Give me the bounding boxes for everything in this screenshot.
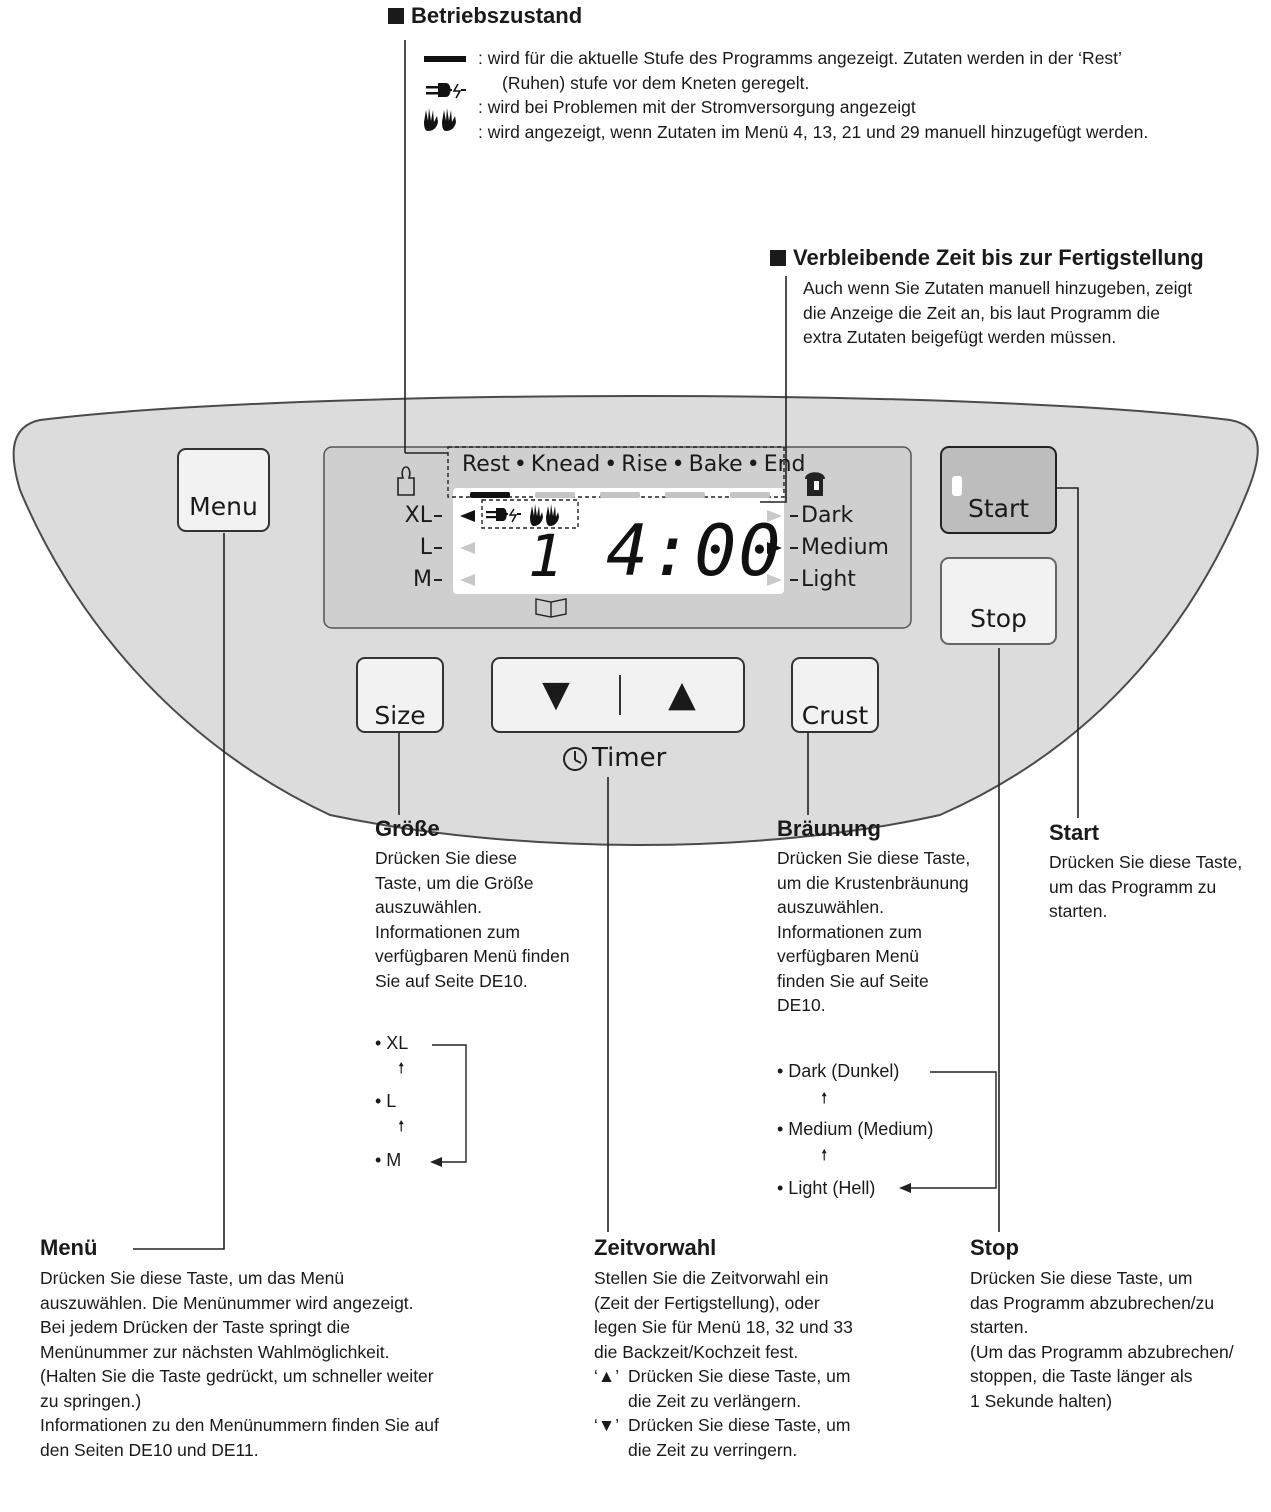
timer-label: Timer [592,743,667,773]
crust-button[interactable]: Crust [791,657,879,733]
lcd-time: 4:00 [606,510,783,592]
lcd-crust-indicator-medium [767,542,782,554]
stop-heading: Stop [970,1235,1019,1260]
crust-heading: Bräunung [777,816,881,841]
size-button[interactable]: Size [356,657,444,733]
legend-stage-bar-icon [424,56,466,62]
timer-down-button[interactable]: ▼ [542,674,570,715]
arrow-up-icon: 🠕 [821,1090,828,1107]
lcd-stage-labels: Rest•Knead•Rise•Bake•End [462,452,806,477]
lcd-size-m: M [413,567,432,592]
start-led-icon [952,476,962,496]
heading-square-icon [388,8,404,24]
timer-button-group: ▼ ▲ [491,657,745,733]
timer-up-button[interactable]: ▲ [668,674,696,715]
operation-heading: Betriebszustand [388,3,582,29]
menu-button[interactable]: Menu [177,448,270,532]
lcd-stage-indicator-end [730,492,770,498]
timer-up-explanation: ‘▲’Drücken Sie diese Taste, um die Zeit … [594,1366,851,1411]
operation-legend: : wird für die aktuelle Stufe des Progra… [478,48,1149,142]
lcd-stage-indicator-rest [470,492,510,498]
lcd-menu-number: 1 [528,522,563,590]
lcd-crust-light: Light [801,567,856,592]
stop-button[interactable]: Stop [940,557,1057,645]
start-button[interactable]: Start [940,446,1057,534]
crust-option-medium: • Medium (Medium) [777,1119,934,1139]
lcd-hands-icon [530,504,559,526]
start-heading: Start [1049,820,1100,845]
lcd-stage-indicator-bake [665,492,705,498]
legend-hands-icon [424,108,456,131]
lcd-crust-medium: Medium [801,535,889,560]
crust-option-light: • Light (Hell) [777,1178,876,1198]
timer-divider [619,675,621,715]
legend-power-icon [426,83,466,99]
stop-text: Drücken Sie diese Taste, um das Programm… [970,1268,1234,1411]
remaining-heading: Verbleibende Zeit bis zur Fertigstellung [770,245,1204,271]
timer-down-explanation: ‘▼’Drücken Sie diese Taste, um die Zeit … [594,1415,851,1460]
start-text: Drücken Sie diese Taste, um das Programm… [1049,852,1243,921]
remaining-text: Auch wenn Sie Zutaten manuell hinzugeben… [803,278,1193,347]
crust-option-dark: • Dark (Dunkel) [777,1061,900,1081]
size-heading: Größe [375,816,440,841]
size-text: Drücken Sie diese Taste, um die Größe au… [375,848,570,991]
lcd-crust-toast-icon [805,472,825,496]
lcd-power-icon [486,508,521,523]
timer-heading: Zeitvorwahl [594,1235,717,1260]
menu-text: Drücken Sie diese Taste, um das Menü aus… [40,1268,439,1460]
size-option-xl: • XL [375,1033,409,1053]
crust-text: Drücken Sie diese Taste, um die Krustenb… [777,848,971,1015]
lcd-size-indicator-xl [460,510,475,522]
lcd-crust-dark: Dark [801,503,854,528]
lcd-book-icon [535,598,567,618]
arrow-up-icon: 🠕 [821,1147,828,1164]
arrow-up-icon: 🠕 [398,1060,405,1077]
timer-text: Stellen Sie die Zeitvorwahl ein (Zeit de… [594,1268,853,1362]
lcd-size-xl: XL [404,503,432,528]
lcd-size-bread-icon [397,466,415,496]
menu-heading: Menü [40,1235,98,1260]
size-option-l: • L [375,1091,397,1111]
heading-square-icon [770,250,786,266]
size-option-m: • M [375,1150,402,1170]
lcd-size-l: L [419,535,432,560]
lcd-stage-indicator-rise [600,492,640,498]
arrow-up-icon: 🠕 [398,1118,405,1135]
timer-clock-icon [563,747,587,771]
lcd-stage-indicator-knead [535,492,575,498]
